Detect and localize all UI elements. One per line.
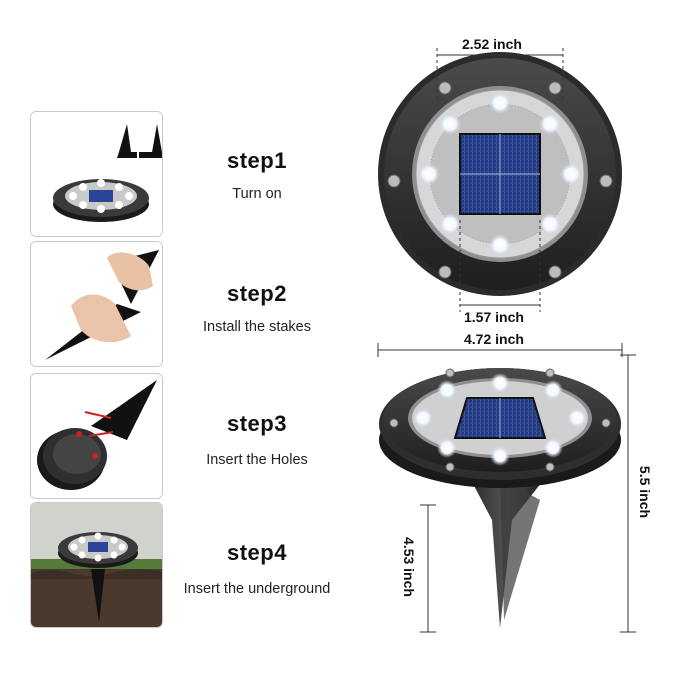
total-height-label: 5.5 inch	[637, 465, 653, 519]
step2-image	[30, 241, 163, 367]
stake-length-label: 4.53 inch	[401, 537, 417, 597]
top-view-light	[378, 52, 622, 296]
led-lights	[418, 92, 582, 256]
screws	[387, 81, 613, 279]
step2-description: Install the stakes	[203, 319, 311, 335]
step4-image	[30, 502, 163, 628]
step1-image	[30, 111, 163, 237]
side-view-light	[379, 368, 621, 628]
step1-description: Turn on	[232, 186, 282, 202]
inner-width-label: 1.57 inch	[464, 309, 524, 325]
step4-description: Insert the underground	[183, 581, 331, 597]
total-width-label: 4.72 inch	[464, 331, 524, 347]
step2-title: step2	[227, 281, 287, 306]
step3-title: step3	[227, 411, 287, 436]
panel-width-label: 2.52 inch	[462, 36, 522, 52]
dimension-lines	[377, 48, 636, 633]
step3-image	[30, 373, 163, 499]
step4-title: step4	[227, 540, 287, 565]
step1-title: step1	[227, 148, 287, 173]
step3-description: Insert the Holes	[206, 452, 308, 468]
